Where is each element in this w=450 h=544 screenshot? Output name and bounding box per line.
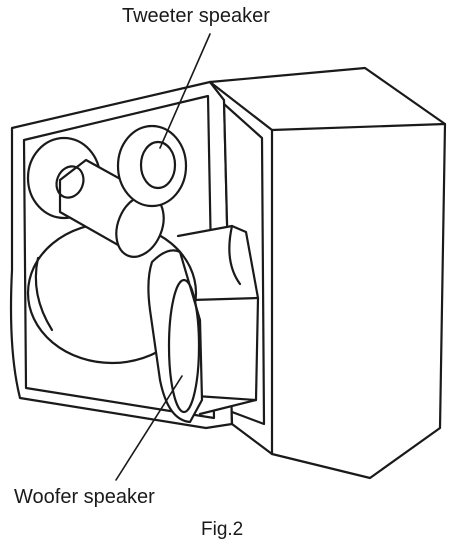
tweeter-driver [118, 126, 186, 206]
woofer-label: Woofer speaker [14, 487, 155, 507]
tweeter-label: Tweeter speaker [122, 6, 270, 26]
figure-caption: Fig.2 [201, 520, 243, 539]
